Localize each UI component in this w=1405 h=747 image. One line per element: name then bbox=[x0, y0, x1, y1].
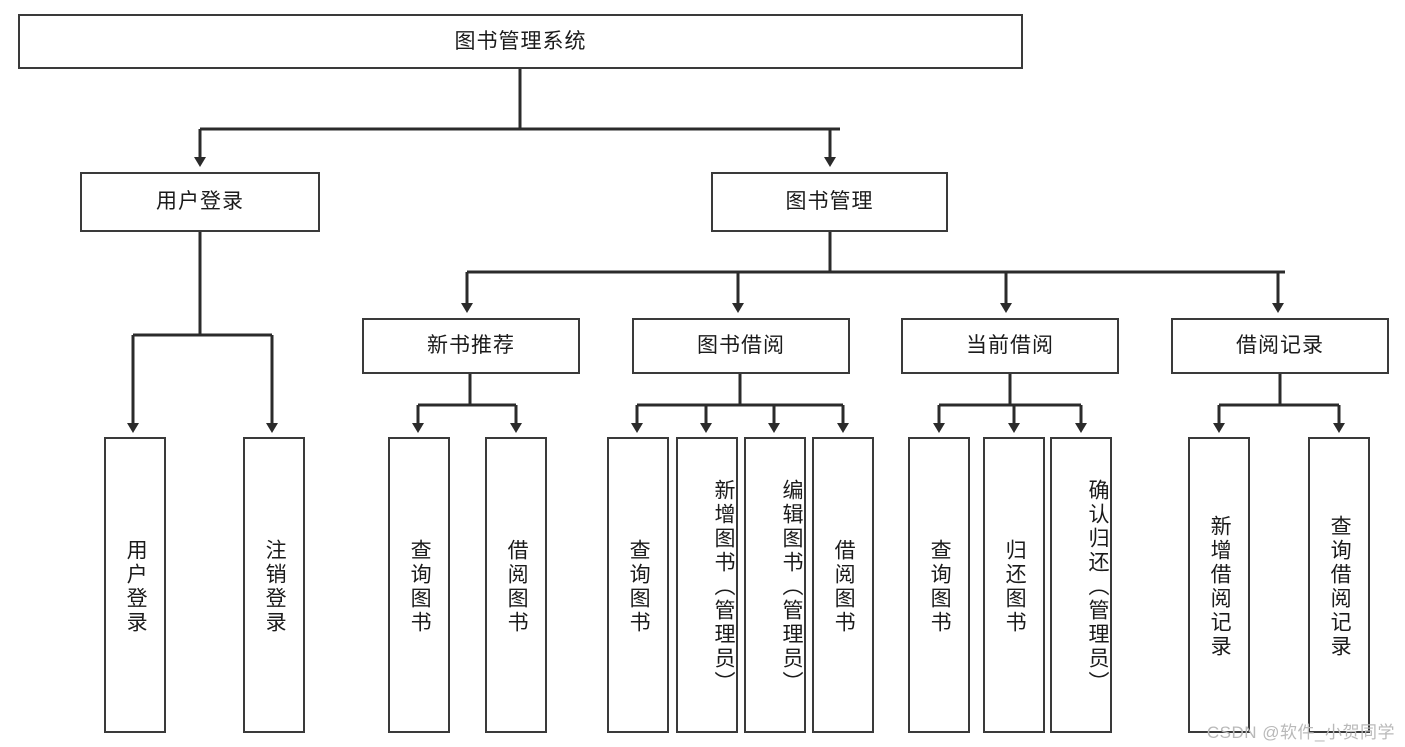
node-user-login[interactable]: 用户登录 bbox=[80, 172, 320, 232]
leaf-add-borrow-record[interactable]: 新增借阅记录 bbox=[1188, 437, 1250, 733]
leaf-query-books-current-label: 查询图书 bbox=[928, 539, 952, 635]
node-user-login-label: 用户登录 bbox=[156, 190, 244, 214]
leaf-confirm-return-admin[interactable]: 确认归还（管理员） bbox=[1050, 437, 1112, 733]
leaf-user-login-label: 用户登录 bbox=[124, 539, 148, 635]
node-current-borrow-label: 当前借阅 bbox=[966, 334, 1054, 358]
node-book-management-label: 图书管理 bbox=[785, 190, 874, 214]
leaf-query-books-borrow-label: 查询图书 bbox=[627, 539, 651, 635]
leaf-query-books-newbooks[interactable]: 查询图书 bbox=[388, 437, 450, 733]
leaf-logout-label: 注销登录 bbox=[263, 539, 287, 635]
leaf-confirm-return-admin-label: 确认归还（管理员） bbox=[1086, 479, 1109, 695]
leaf-lend-book[interactable]: 借阅图书 bbox=[812, 437, 874, 733]
leaf-query-borrow-record-label: 查询借阅记录 bbox=[1328, 515, 1352, 659]
node-borrow-records-label: 借阅记录 bbox=[1236, 334, 1324, 358]
node-book-management[interactable]: 图书管理 bbox=[711, 172, 948, 232]
leaf-add-book-admin-label: 新增图书（管理员） bbox=[712, 479, 735, 695]
leaf-query-borrow-record[interactable]: 查询借阅记录 bbox=[1308, 437, 1370, 733]
node-root[interactable]: 图书管理系统 bbox=[18, 14, 1023, 69]
leaf-query-books-current[interactable]: 查询图书 bbox=[908, 437, 970, 733]
leaf-edit-book-admin[interactable]: 编辑图书（管理员） bbox=[744, 437, 806, 733]
node-new-book-recommend-label: 新书推荐 bbox=[427, 334, 515, 358]
leaf-edit-book-admin-label: 编辑图书（管理员） bbox=[780, 479, 803, 695]
watermark: CSDN @软件_小贺同学 bbox=[1206, 723, 1395, 742]
leaf-return-book[interactable]: 归还图书 bbox=[983, 437, 1045, 733]
leaf-return-book-label: 归还图书 bbox=[1003, 539, 1027, 635]
node-book-borrow-label: 图书借阅 bbox=[697, 334, 785, 358]
node-root-label: 图书管理系统 bbox=[454, 29, 587, 53]
leaf-query-books-newbooks-label: 查询图书 bbox=[408, 539, 432, 635]
leaf-add-book-admin[interactable]: 新增图书（管理员） bbox=[676, 437, 738, 733]
leaf-lend-book-label: 借阅图书 bbox=[832, 539, 856, 635]
leaf-add-borrow-record-label: 新增借阅记录 bbox=[1208, 515, 1232, 659]
node-current-borrow[interactable]: 当前借阅 bbox=[901, 318, 1119, 374]
node-borrow-records[interactable]: 借阅记录 bbox=[1171, 318, 1389, 374]
leaf-borrow-books-newbooks[interactable]: 借阅图书 bbox=[485, 437, 547, 733]
leaf-logout[interactable]: 注销登录 bbox=[243, 437, 305, 733]
leaf-borrow-books-newbooks-label: 借阅图书 bbox=[505, 539, 529, 635]
node-new-book-recommend[interactable]: 新书推荐 bbox=[362, 318, 580, 374]
node-book-borrow[interactable]: 图书借阅 bbox=[632, 318, 850, 374]
leaf-query-books-borrow[interactable]: 查询图书 bbox=[607, 437, 669, 733]
leaf-user-login[interactable]: 用户登录 bbox=[104, 437, 166, 733]
